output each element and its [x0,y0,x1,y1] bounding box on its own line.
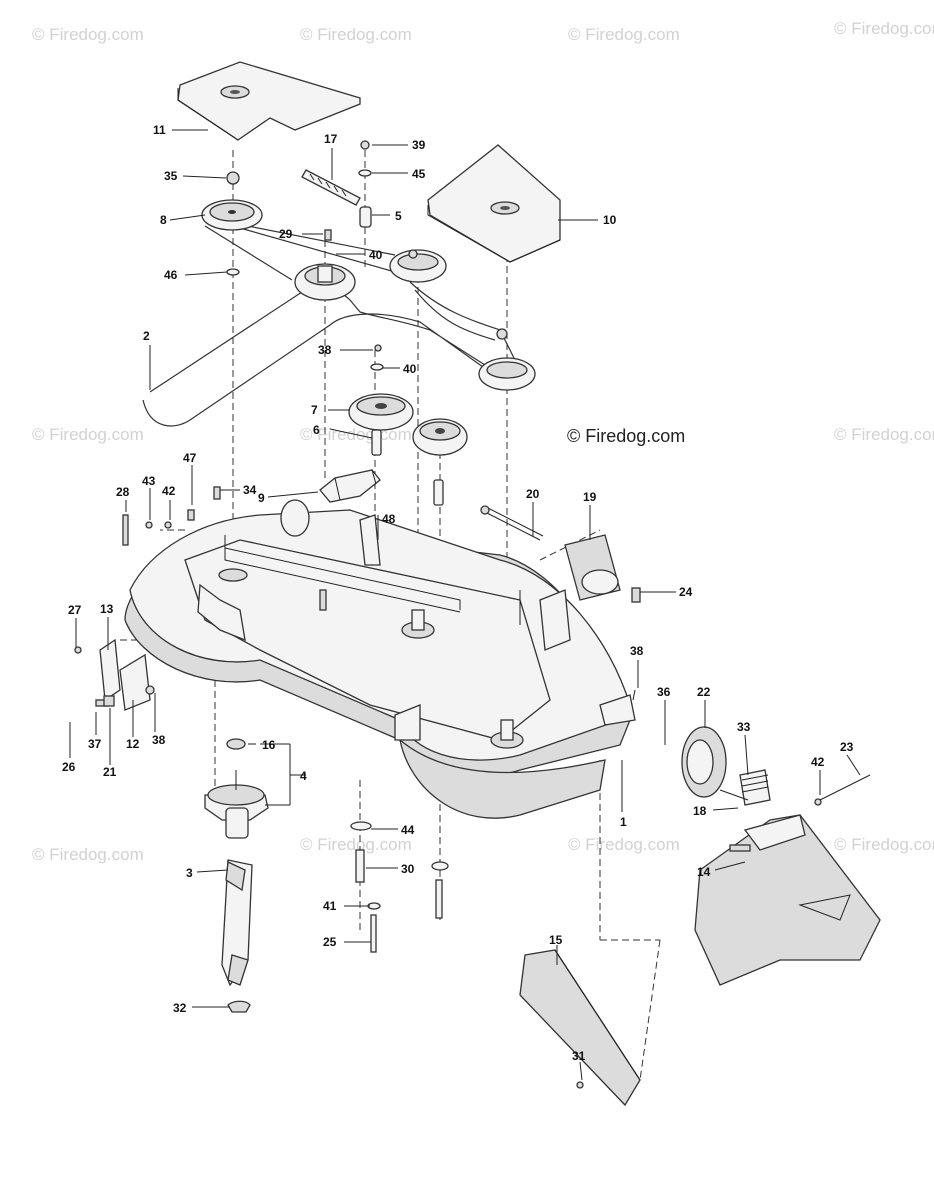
callout-10: 10 [603,213,617,227]
callout-42-right: 42 [811,755,825,769]
callout-8: 8 [160,213,167,227]
small-hardware [122,140,508,546]
callout-44: 44 [401,823,415,837]
callout-38-top: 38 [318,343,332,357]
callout-22: 22 [697,685,711,699]
callout-20: 20 [526,487,540,501]
belt-cover-left [177,61,361,141]
callout-5: 5 [395,209,402,223]
callout-43: 43 [142,474,156,488]
callout-33: 33 [737,720,751,734]
watermark: © Firedog.com [834,19,934,38]
watermark: © Firedog.com [834,425,934,444]
copyright-mark: © Firedog.com [567,426,685,446]
callout-25: 25 [323,935,337,949]
callout-38-left: 38 [152,733,166,747]
callout-4: 4 [300,769,307,783]
callout-15: 15 [549,933,563,947]
callout-39: 39 [412,138,426,152]
callout-30: 30 [401,862,415,876]
callout-14: 14 [697,865,711,879]
callout-38-right: 38 [630,644,644,658]
belt-cover-right [427,144,561,263]
callout-24: 24 [679,585,693,599]
watermark: © Firedog.com [568,835,680,854]
front-bracket [74,638,155,711]
callout-40-upper: 40 [369,248,383,262]
mower-deck [124,499,636,819]
callout-16: 16 [262,738,276,752]
watermark: © Firedog.com [32,845,144,864]
callout-31: 31 [572,1049,586,1063]
discharge-chute [694,769,881,986]
center-hardware [350,821,449,953]
callout-17: 17 [324,132,338,146]
callout-41: 41 [323,899,337,913]
callout-46: 46 [164,268,178,282]
leader-lines [69,129,861,1081]
callout-23: 23 [840,740,854,754]
callout-21: 21 [103,765,117,779]
watermark: © Firedog.com [32,425,144,444]
gauge-wheel [632,689,749,801]
callout-7: 7 [311,403,318,417]
callout-2: 2 [143,329,150,343]
callout-40-lower: 40 [403,362,417,376]
callout-37: 37 [88,737,102,751]
watermark: © Firedog.com [300,25,412,44]
anti-scalp-roller [480,505,665,603]
callout-28: 28 [116,485,130,499]
pulleys [201,199,536,456]
callout-1: 1 [620,815,627,829]
callout-18: 18 [693,804,707,818]
watermark: © Firedog.com [300,835,412,854]
callout-12: 12 [126,737,140,751]
callout-26: 26 [62,760,76,774]
callout-6: 6 [313,423,320,437]
watermark: © Firedog.com [834,835,934,854]
callout-29: 29 [279,227,293,241]
callout-47: 47 [183,451,197,465]
mower-blade [221,859,253,1013]
callout-35: 35 [164,169,178,183]
callout-42-left: 42 [162,484,176,498]
watermark: © Firedog.com [32,25,144,44]
callout-32: 32 [173,1001,187,1015]
callout-19: 19 [583,490,597,504]
callout-9: 9 [258,491,265,505]
callout-3: 3 [186,866,193,880]
callout-45: 45 [412,167,426,181]
callout-27: 27 [68,603,82,617]
callout-labels: 1 2 3 4 5 6 7 8 9 10 11 12 13 14 15 16 1… [62,123,854,1063]
watermarks: © Firedog.com © Firedog.com © Firedog.co… [32,19,934,864]
watermark: © Firedog.com [568,25,680,44]
drive-belts [142,217,516,427]
callout-13: 13 [100,602,114,616]
callout-11: 11 [153,123,166,137]
callout-34: 34 [243,483,257,497]
callout-48: 48 [382,512,396,526]
callout-36: 36 [657,685,671,699]
side-skirt [519,949,641,1107]
blade-spindle [204,738,269,839]
